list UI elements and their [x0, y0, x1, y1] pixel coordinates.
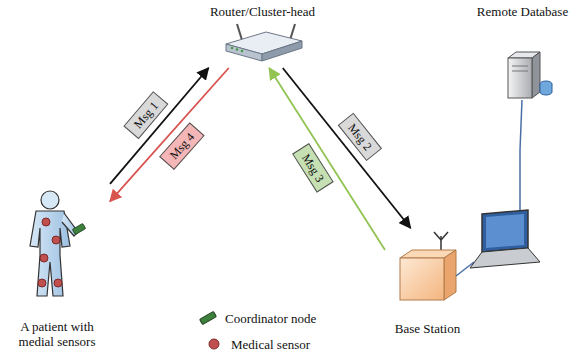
message-label: Msg 3	[292, 143, 334, 193]
patient-figure	[30, 191, 86, 296]
database-icon	[508, 52, 552, 98]
legend-label: Medical sensor	[231, 337, 310, 352]
legend-item: Coordinator node	[197, 310, 316, 326]
base-station-node: Base Station	[385, 228, 470, 338]
message-arrow	[269, 68, 385, 250]
node-label: Base Station	[395, 321, 460, 336]
legend-label: Coordinator node	[225, 311, 316, 326]
message-arrow	[110, 68, 229, 201]
legend-symbol	[203, 336, 225, 352]
message-label: Msg 2	[338, 113, 383, 162]
database-node: Remote Database	[470, 2, 575, 106]
message-label: Msg 1	[124, 91, 169, 139]
router-node: Router/Cluster-head	[195, 2, 330, 68]
node-label: Router/Cluster-head	[210, 4, 315, 19]
legend-item: Medical sensor	[203, 336, 310, 352]
router-icon	[226, 24, 302, 61]
base-station-icon	[400, 232, 456, 300]
laptop-icon	[470, 210, 540, 268]
wire	[456, 262, 474, 276]
node-label: Remote Database	[477, 4, 568, 19]
message-label: Msg 4	[159, 122, 205, 170]
wire	[520, 100, 522, 210]
patient-node: A patient with medial sensors	[4, 175, 110, 351]
legend-symbol	[197, 310, 219, 326]
message-arrow	[110, 68, 209, 184]
message-arrow	[283, 68, 411, 228]
node-label: A patient with medial sensors	[6, 319, 108, 349]
